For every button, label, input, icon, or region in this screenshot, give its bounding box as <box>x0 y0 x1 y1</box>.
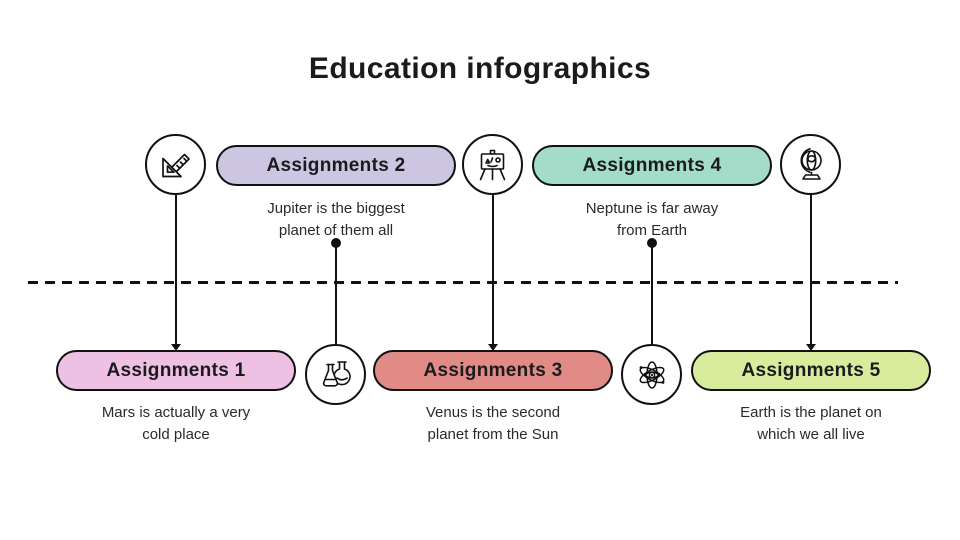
atom-eye-icon <box>639 360 664 389</box>
connector-dot-2 <box>331 238 341 248</box>
assignment-4-desc-line1: Neptune is far away <box>585 200 719 217</box>
ruler-set-square-icon <box>161 153 190 177</box>
assignment-2-label: Assignments 2 <box>266 154 406 176</box>
connector-arrow-5 <box>806 344 816 351</box>
assignment-4-description: Neptune is far away from Earth <box>522 198 782 242</box>
assignment-3-pill: Assignments 3 <box>373 350 613 391</box>
assignment-2-pill: Assignments 2 <box>216 145 456 186</box>
globe-icon <box>800 147 822 180</box>
assignment-1-label: Assignments 1 <box>106 359 246 381</box>
connector-line-5 <box>810 195 812 345</box>
connector-line-3 <box>492 195 494 345</box>
assignment-2-description: Jupiter is the biggest planet of them al… <box>206 198 466 242</box>
assignment-4-label: Assignments 4 <box>582 154 722 176</box>
assignment-1-icon-circle <box>145 134 206 195</box>
page-title: Education infographics <box>308 52 652 85</box>
timeline-dashed-divider <box>28 281 898 284</box>
assignment-3-description: Venus is the second planet from the Sun <box>363 402 623 446</box>
assignment-3-desc-line2: planet from the Sun <box>427 426 559 443</box>
assignment-1-pill: Assignments 1 <box>56 350 296 391</box>
chemistry-flasks-icon <box>322 360 351 387</box>
assignment-5-pill: Assignments 5 <box>691 350 931 391</box>
connector-line-4 <box>651 243 653 344</box>
assignment-3-label: Assignments 3 <box>423 359 563 381</box>
assignment-4-icon-circle <box>621 344 682 405</box>
assignment-2-desc-line2: planet of them all <box>278 222 394 239</box>
assignment-5-description: Earth is the planet on which we all live <box>681 402 941 446</box>
connector-dot-4 <box>647 238 657 248</box>
assignment-2-icon-circle <box>305 344 366 405</box>
assignment-3-icon-circle <box>462 134 523 195</box>
easel-painting-icon <box>479 149 505 180</box>
connector-line-1 <box>175 195 177 345</box>
assignment-5-label: Assignments 5 <box>741 359 881 381</box>
assignment-3-desc-line1: Venus is the second <box>425 404 561 421</box>
assignment-2-desc-line1: Jupiter is the biggest <box>267 200 405 217</box>
assignment-5-desc-line2: which we all live <box>757 426 865 443</box>
assignment-1-desc-line1: Mars is actually a very <box>101 404 251 421</box>
connector-arrow-1 <box>171 344 181 351</box>
assignment-4-desc-line2: from Earth <box>616 222 688 239</box>
assignment-1-description: Mars is actually a very cold place <box>46 402 306 446</box>
assignment-1-desc-line2: cold place <box>142 426 210 443</box>
assignment-5-desc-line1: Earth is the planet on <box>740 404 882 421</box>
assignment-4-pill: Assignments 4 <box>532 145 772 186</box>
connector-arrow-3 <box>488 344 498 351</box>
connector-line-2 <box>335 243 337 344</box>
assignment-5-icon-circle <box>780 134 841 195</box>
